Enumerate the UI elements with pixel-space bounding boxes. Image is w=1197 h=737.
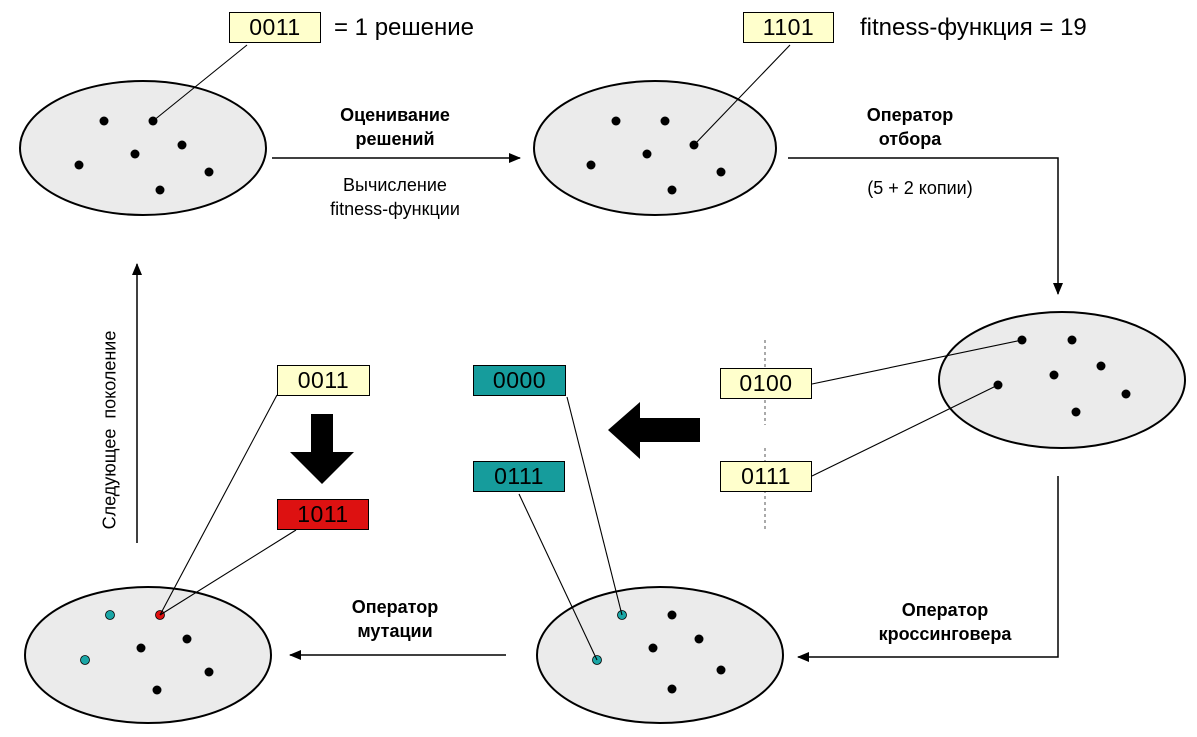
- evaluation-title: Оценивание решений: [300, 103, 490, 151]
- selection-title-line1: Оператор: [866, 105, 954, 125]
- population-selected: [938, 311, 1186, 449]
- code-box-child-b: 0111: [473, 461, 565, 492]
- code-box-top-left: 0011: [229, 12, 321, 43]
- code-box-parent-b: 0111: [720, 461, 812, 492]
- selection-title: Оператор отбора: [840, 103, 980, 151]
- code-box-after-mutation: 1011: [277, 499, 369, 530]
- population-crossover: [536, 586, 784, 724]
- crossover-title-line2: кроссинговера: [878, 624, 1012, 644]
- mutation-title-line2: мутации: [357, 621, 433, 641]
- next-generation-label: Следующее поколение: [99, 330, 120, 530]
- crossover-arrow: [797, 476, 1059, 662]
- evaluation-subtitle: Вычисление fitness-функции: [290, 173, 500, 221]
- evaluation-title-line2: решений: [355, 129, 435, 149]
- mutation-title: Оператор мутации: [320, 595, 470, 643]
- population-mutated: [24, 586, 272, 724]
- evaluation-title-line1: Оценивание: [340, 105, 450, 125]
- one-solution-caption: = 1 решение: [334, 14, 475, 41]
- code-box-child-a: 0000: [473, 365, 566, 396]
- mutation-title-line1: Оператор: [351, 597, 439, 617]
- code-box-parent-a: 0100: [720, 368, 812, 399]
- code-box-before-mutation: 0011: [277, 365, 370, 396]
- selection-arrow: [788, 157, 1063, 295]
- evaluation-subtitle-line1: Вычисление: [343, 175, 447, 195]
- block-arrow-down: [290, 414, 354, 484]
- selection-title-line2: отбора: [878, 129, 942, 149]
- selection-subtitle: (5 + 2 копии): [867, 178, 973, 198]
- block-arrow-left: [608, 402, 700, 459]
- population-evaluated: [533, 80, 777, 216]
- crossover-title: Оператор кроссинговера: [860, 598, 1030, 646]
- evaluation-subtitle-line2: fitness-функции: [330, 199, 460, 219]
- leader-lines: [152, 44, 1023, 661]
- code-box-top-right: 1101: [743, 12, 834, 43]
- fitness-value-caption: fitness-функция = 19: [860, 14, 1087, 41]
- crossover-title-line1: Оператор: [901, 600, 989, 620]
- population-initial: [19, 80, 267, 216]
